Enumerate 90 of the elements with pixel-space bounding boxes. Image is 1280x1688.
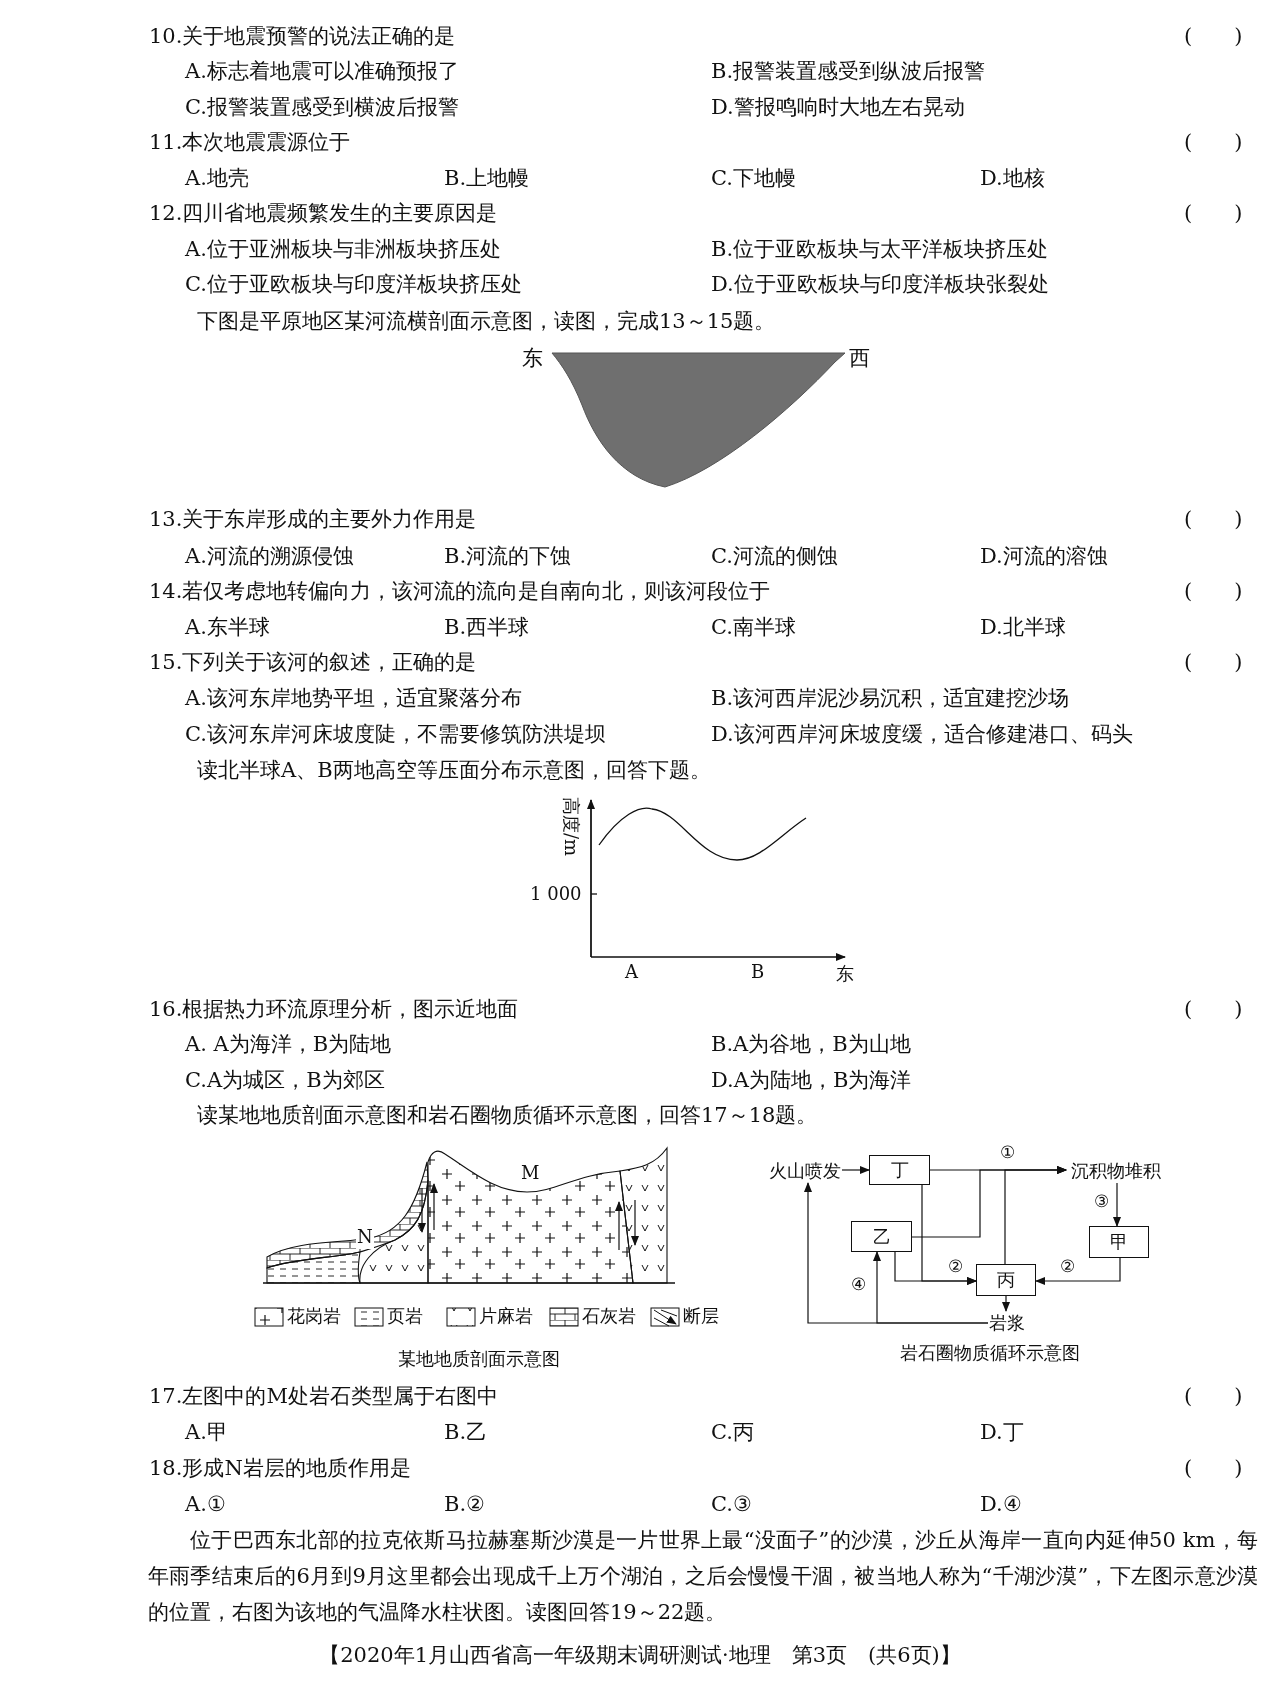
option-text: D.河流的溶蚀 bbox=[980, 543, 1108, 570]
process-label: 岩浆 bbox=[988, 1311, 1026, 1335]
option-text: D.该河西岸河床坡度缓，适合修建港口、码头 bbox=[711, 721, 1133, 748]
option-text: C.河流的侧蚀 bbox=[711, 543, 838, 570]
arrow bbox=[1035, 1257, 1121, 1285]
figure-caption: 岩石圈物质循环示意图 bbox=[900, 1341, 1080, 1365]
instruction-text: 下图是平原地区某河流横剖面示意图，读图，完成13～15题。 bbox=[197, 308, 776, 335]
option-text: D.丁 bbox=[980, 1419, 1024, 1446]
question-text: 14.若仅考虑地转偏向力，该河流的流向是自南向北，则该河段位于 bbox=[149, 578, 771, 605]
edge-label: ③ bbox=[1093, 1191, 1109, 1211]
option-text: C.丙 bbox=[711, 1419, 754, 1446]
answer-bracket: ( ) bbox=[1184, 1455, 1243, 1482]
tick-label: 1 000 bbox=[530, 882, 582, 906]
option-text: A.① bbox=[185, 1491, 226, 1518]
option-text: C.位于亚欧板块与印度洋板块挤压处 bbox=[185, 271, 522, 298]
option-text: C.③ bbox=[711, 1491, 752, 1518]
answer-bracket: ( ) bbox=[1184, 996, 1243, 1023]
arrow bbox=[1113, 1182, 1121, 1227]
answer-bracket: ( ) bbox=[1184, 200, 1243, 227]
arrow bbox=[894, 1251, 977, 1285]
direction-label: 西 bbox=[849, 345, 870, 372]
legend-text: 片麻岩 bbox=[479, 1304, 533, 1328]
question-text: 16.根据热力环流原理分析，图示近地面 bbox=[149, 996, 519, 1023]
option-text: B.② bbox=[444, 1491, 486, 1518]
rock-type-box: 甲 bbox=[1089, 1226, 1149, 1258]
instruction-text: 读北半球A、B两地高空等压面分布示意图，回答下题。 bbox=[197, 757, 711, 784]
option-text: C.该河东岸河床坡度陡，不需要修筑防洪堤坝 bbox=[185, 721, 606, 748]
answer-bracket: ( ) bbox=[1184, 649, 1243, 676]
option-text: D.位于亚欧板块与印度洋板块张裂处 bbox=[711, 271, 1049, 298]
option-text: A.该河东岸地势平坦，适宜聚落分布 bbox=[185, 685, 522, 712]
option-text: A.河流的溯源侵蚀 bbox=[185, 543, 354, 570]
option-text: C.报警装置感受到横波后报警 bbox=[185, 94, 459, 121]
option-text: A.东半球 bbox=[185, 614, 270, 641]
answer-bracket: ( ) bbox=[1184, 506, 1243, 533]
legend-text: 花岗岩 bbox=[287, 1304, 341, 1328]
legend-text: 断层 bbox=[683, 1304, 719, 1328]
option-text: B.西半球 bbox=[444, 614, 530, 641]
axis-label: 高度/m bbox=[561, 797, 581, 857]
option-text: B.河流的下蚀 bbox=[444, 543, 572, 570]
option-text: B.该河西岸泥沙易沉积，适宜建挖沙场 bbox=[711, 685, 1070, 712]
option-text: A.位于亚洲板块与非洲板块挤压处 bbox=[185, 236, 501, 263]
option-text: A.标志着地震可以准确预报了 bbox=[185, 58, 459, 85]
arrow bbox=[1004, 1166, 1067, 1265]
rock-type-box: 丁 bbox=[869, 1155, 930, 1185]
option-text: D.警报鸣响时大地左右晃动 bbox=[711, 94, 965, 121]
arrow bbox=[1002, 1295, 1010, 1312]
option-text: A.地壳 bbox=[185, 165, 249, 192]
question-text: 11.本次地震震源位于 bbox=[149, 129, 351, 156]
edge-label: ① bbox=[999, 1142, 1015, 1162]
answer-bracket: ( ) bbox=[1184, 1383, 1243, 1410]
option-text: D.④ bbox=[980, 1491, 1022, 1518]
question-text: 17.左图中的M处岩石类型属于右图中 bbox=[149, 1383, 498, 1410]
figure-caption: 某地地质剖面示意图 bbox=[398, 1347, 560, 1371]
option-text: B.上地幔 bbox=[444, 165, 530, 192]
direction-label: 东 bbox=[522, 345, 543, 372]
question-text: 10.关于地震预警的说法正确的是 bbox=[149, 23, 456, 50]
option-text: D.北半球 bbox=[980, 614, 1066, 641]
axis-label: 东 bbox=[836, 962, 854, 986]
arrow bbox=[841, 1166, 870, 1174]
option-text: D.A为陆地，B为海洋 bbox=[711, 1067, 912, 1094]
instruction-text: 读某地地质剖面示意图和岩石圈物质循环示意图，回答17～18题。 bbox=[197, 1102, 818, 1129]
option-text: C.南半球 bbox=[711, 614, 796, 641]
answer-bracket: ( ) bbox=[1184, 23, 1243, 50]
question-text: 12.四川省地震频繁发生的主要原因是 bbox=[149, 200, 498, 227]
process-label: 沉积物堆积 bbox=[1066, 1159, 1166, 1183]
edge-label: ④ bbox=[850, 1274, 866, 1294]
option-text: B.报警装置感受到纵波后报警 bbox=[711, 58, 986, 85]
arrow bbox=[873, 1251, 989, 1324]
passage-text: 位于巴西东北部的拉克依斯马拉赫塞斯沙漠是一片世界上最“没面子”的沙漠，沙丘从海岸一直向内延伸50 km，每年雨季结束后的6月到9月这里都会出现成千上万个湖泊，之后会慢慢干涸，被当地人称为“千湖沙漠”，下左图示意沙漠的位置，右图为该地的气温降水柱状图。读图回答19～22题。 bbox=[148, 1527, 1258, 1626]
question-text: 15.下列关于该河的叙述，正确的是 bbox=[149, 649, 477, 676]
option-text: B.A为谷地，B为山地 bbox=[711, 1031, 911, 1058]
option-text: B.位于亚欧板块与太平洋板块挤压处 bbox=[711, 236, 1049, 263]
option-text: A. A为海洋，B为陆地 bbox=[185, 1031, 392, 1058]
process-label: 火山喷发 bbox=[768, 1159, 842, 1183]
footer-text: 【2020年1月山西省高一年级期末调研测试·地理 第3页 (共6页)】 bbox=[318, 1642, 962, 1669]
question-text: 18.形成N岩层的地质作用是 bbox=[149, 1455, 411, 1482]
option-text: A.甲 bbox=[185, 1419, 228, 1446]
legend-text: 页岩 bbox=[387, 1304, 423, 1328]
option-text: D.地核 bbox=[980, 165, 1045, 192]
option-text: C.下地幔 bbox=[711, 165, 796, 192]
legend-text: 石灰岩 bbox=[582, 1304, 636, 1328]
rock-type-box: 乙 bbox=[851, 1221, 912, 1252]
edge-label: ② bbox=[947, 1256, 963, 1276]
rock-type-box: 丙 bbox=[976, 1264, 1036, 1296]
edge-label: ② bbox=[1059, 1256, 1075, 1276]
question-text: 13.关于东岸形成的主要外力作用是 bbox=[149, 506, 477, 533]
answer-bracket: ( ) bbox=[1184, 578, 1243, 605]
option-text: B.乙 bbox=[444, 1419, 488, 1446]
option-text: C.A为城区，B为郊区 bbox=[185, 1067, 385, 1094]
answer-bracket: ( ) bbox=[1184, 129, 1243, 156]
